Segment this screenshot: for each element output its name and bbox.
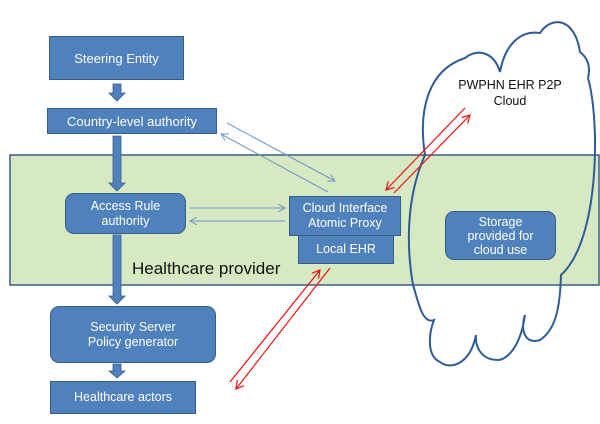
cloud-label-line2: Cloud [493, 94, 527, 108]
red-arrows [229, 107, 470, 389]
steering-entity-label: Steering Entity [74, 50, 159, 66]
healthcare-actors-box: Healthcare actors [50, 381, 196, 414]
arrow-country-to-access [108, 135, 126, 192]
storage-label-line2: provided for [467, 228, 534, 243]
arrow-actors-to-ehr [229, 270, 320, 383]
arrow-steering-to-country [108, 83, 126, 102]
cloud-interface-proxy-box: Cloud Interface Atomic Proxy [289, 196, 401, 236]
arrow-security-to-actors [107, 363, 127, 379]
security-server-label-line2: Policy generator [87, 334, 179, 349]
security-server-label-line1: Security Server [90, 319, 176, 334]
steering-entity-box: Steering Entity [49, 36, 184, 80]
storage-box: Storage provided for cloud use [445, 211, 556, 260]
storage-label-line3: cloud use [473, 242, 528, 257]
thick-arrows [107, 83, 127, 379]
country-authority-box: Country-level authority [47, 108, 217, 134]
healthcare-actors-label: Healthcare actors [74, 390, 172, 404]
cloud-label-line1: PWPHN EHR P2P [458, 78, 562, 92]
cloud-interface-label-line1: Cloud Interface [302, 201, 388, 215]
local-ehr-label: Local EHR [316, 241, 376, 256]
cloud-interface-label-line2: Atomic Proxy [308, 216, 382, 230]
local-ehr-box: Local EHR [298, 234, 394, 264]
access-rule-authority-box: Access Rule authority [65, 193, 186, 234]
healthcare-provider-label: Healthcare provider [132, 259, 280, 279]
thin-arrows [190, 122, 335, 221]
arrow-country-to-proxy [226, 122, 335, 181]
arrow-proxy-to-country [221, 134, 329, 193]
access-rule-label-line2: authority [101, 213, 150, 228]
cloud-outline [407, 21, 596, 367]
healthcare-provider-text: Healthcare provider [132, 259, 281, 278]
cloud-label: PWPHN EHR P2P Cloud [445, 77, 575, 109]
arrow-ehr-to-actors [236, 267, 331, 389]
arrow-access-to-security [108, 234, 126, 305]
security-server-box: Security Server Policy generator [50, 306, 216, 363]
storage-label-line1: Storage [478, 214, 523, 229]
arrow-proxy-to-cloud [393, 115, 470, 194]
arrow-cloud-to-proxy [386, 107, 466, 190]
country-authority-label: Country-level authority [66, 113, 198, 129]
access-rule-label-line1: Access Rule [90, 198, 161, 213]
